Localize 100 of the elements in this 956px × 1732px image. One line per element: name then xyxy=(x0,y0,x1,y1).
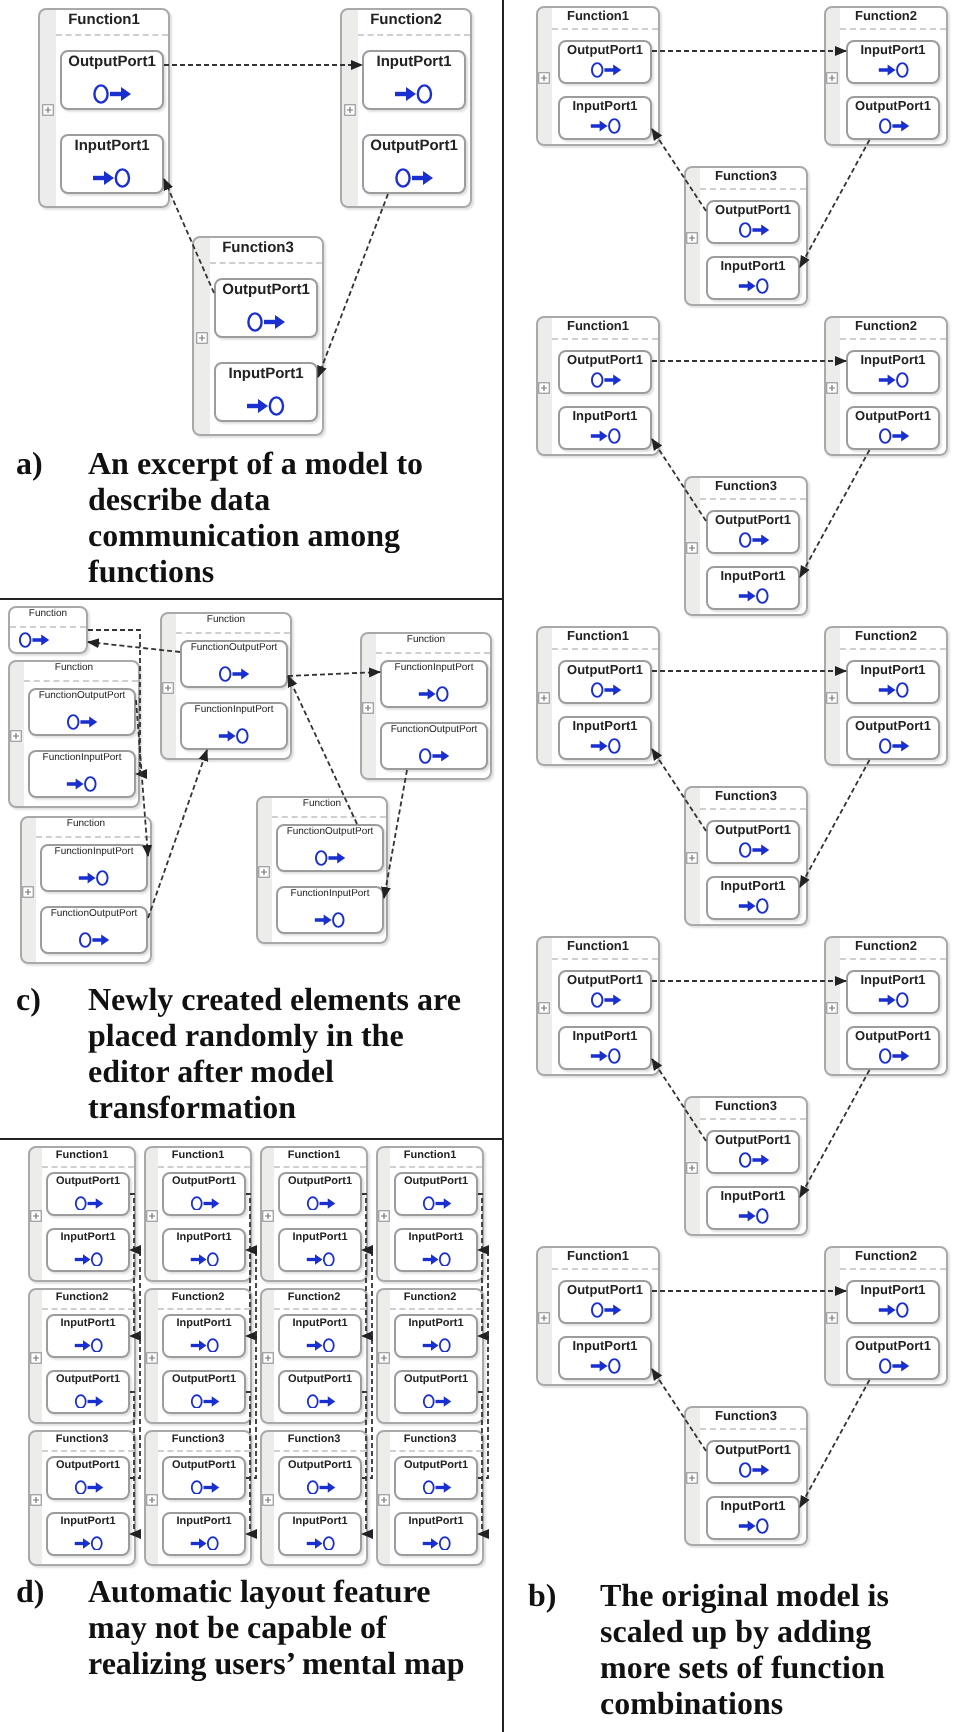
arrow xyxy=(129,1193,141,1341)
port-box xyxy=(558,96,652,140)
port-box xyxy=(558,1280,652,1324)
arrow xyxy=(135,699,153,857)
port-box xyxy=(394,1314,478,1358)
function-box xyxy=(28,1146,136,1282)
port-box xyxy=(846,1280,940,1324)
port-box xyxy=(846,1026,940,1070)
function-box xyxy=(536,316,660,456)
arrow xyxy=(147,749,209,919)
port-box xyxy=(46,1370,130,1414)
arrow xyxy=(381,769,408,899)
panel-label: a) xyxy=(16,448,45,484)
function-box xyxy=(684,1406,808,1546)
port-box xyxy=(276,886,384,934)
port-box xyxy=(180,702,288,750)
port-box xyxy=(60,50,164,110)
port-box xyxy=(278,1370,362,1414)
arrow xyxy=(87,638,181,653)
port-box xyxy=(846,40,940,84)
function-box xyxy=(256,796,388,944)
function-box xyxy=(192,236,324,436)
caption-text: Newly created elements are placed randomly in the editor after model transformation xyxy=(88,984,463,1128)
port-box xyxy=(162,1512,246,1556)
panel-label: d) xyxy=(16,1576,47,1612)
function-box xyxy=(684,166,808,306)
port-box xyxy=(214,362,318,422)
port-box xyxy=(558,970,652,1014)
arrow xyxy=(245,1245,257,1479)
port-box xyxy=(46,1456,130,1500)
port-box xyxy=(706,1130,800,1174)
port-box xyxy=(846,350,940,394)
port-box xyxy=(706,1440,800,1484)
arrow xyxy=(287,667,381,678)
arrow xyxy=(361,1391,373,1539)
port-box xyxy=(846,96,940,140)
arrow xyxy=(129,1245,141,1479)
port-box xyxy=(40,906,148,954)
port-box xyxy=(558,1336,652,1380)
caption-text: Automatic layout feature may not be capable of realizing users’ mental map xyxy=(88,1576,467,1684)
function-box xyxy=(824,626,948,766)
arrow xyxy=(651,356,847,366)
port-box xyxy=(394,1370,478,1414)
port-box xyxy=(278,1228,362,1272)
port-box xyxy=(846,716,940,760)
function-box xyxy=(536,1246,660,1386)
port-box xyxy=(214,278,318,338)
arrow xyxy=(361,1193,373,1341)
arrow xyxy=(477,1391,489,1539)
function-box xyxy=(260,1288,368,1424)
port-box xyxy=(46,1512,130,1556)
arrow xyxy=(799,759,871,888)
function-box xyxy=(824,6,948,146)
function-box xyxy=(824,936,948,1076)
port-box xyxy=(706,820,800,864)
port-box xyxy=(362,134,466,194)
caption-text: An excerpt of a model to describe data communication among functions xyxy=(88,448,426,592)
port-box xyxy=(46,1228,130,1272)
function-box xyxy=(160,612,292,760)
port-box xyxy=(162,1370,246,1414)
function-box xyxy=(536,936,660,1076)
port-box xyxy=(846,406,940,450)
port-box xyxy=(706,1496,800,1540)
function-box xyxy=(824,316,948,456)
arrow xyxy=(651,1286,847,1296)
function-box xyxy=(684,1096,808,1236)
function-box xyxy=(376,1146,484,1282)
arrow xyxy=(87,629,147,779)
function-box xyxy=(824,1246,948,1386)
port-box xyxy=(60,134,164,194)
arrow xyxy=(163,178,215,294)
arrow xyxy=(477,1193,489,1341)
panel-label: c) xyxy=(16,984,43,1020)
arrow xyxy=(651,128,707,212)
arrow xyxy=(477,1245,489,1479)
port-box xyxy=(394,1228,478,1272)
arrow xyxy=(799,1379,871,1508)
figure-panel xyxy=(0,600,504,1140)
port-box xyxy=(394,1512,478,1556)
port-box xyxy=(846,660,940,704)
function-box xyxy=(38,8,170,208)
port-box xyxy=(706,256,800,300)
function-box xyxy=(340,8,472,208)
port-box xyxy=(278,1314,362,1358)
function-box xyxy=(260,1146,368,1282)
function-box xyxy=(28,1430,136,1566)
arrow xyxy=(651,46,847,56)
port-box xyxy=(276,824,384,872)
function-box xyxy=(8,606,88,654)
port-box xyxy=(706,200,800,244)
function-box xyxy=(20,816,152,964)
port-box xyxy=(846,970,940,1014)
port-box xyxy=(28,750,136,798)
caption-text: The original model is scaled up by adding more sets of function combinations xyxy=(600,1580,891,1724)
function-box xyxy=(684,476,808,616)
port-box xyxy=(558,660,652,704)
port-box xyxy=(46,1172,130,1216)
port-box xyxy=(362,50,466,110)
arrow xyxy=(651,666,847,676)
arrow xyxy=(651,1058,707,1142)
